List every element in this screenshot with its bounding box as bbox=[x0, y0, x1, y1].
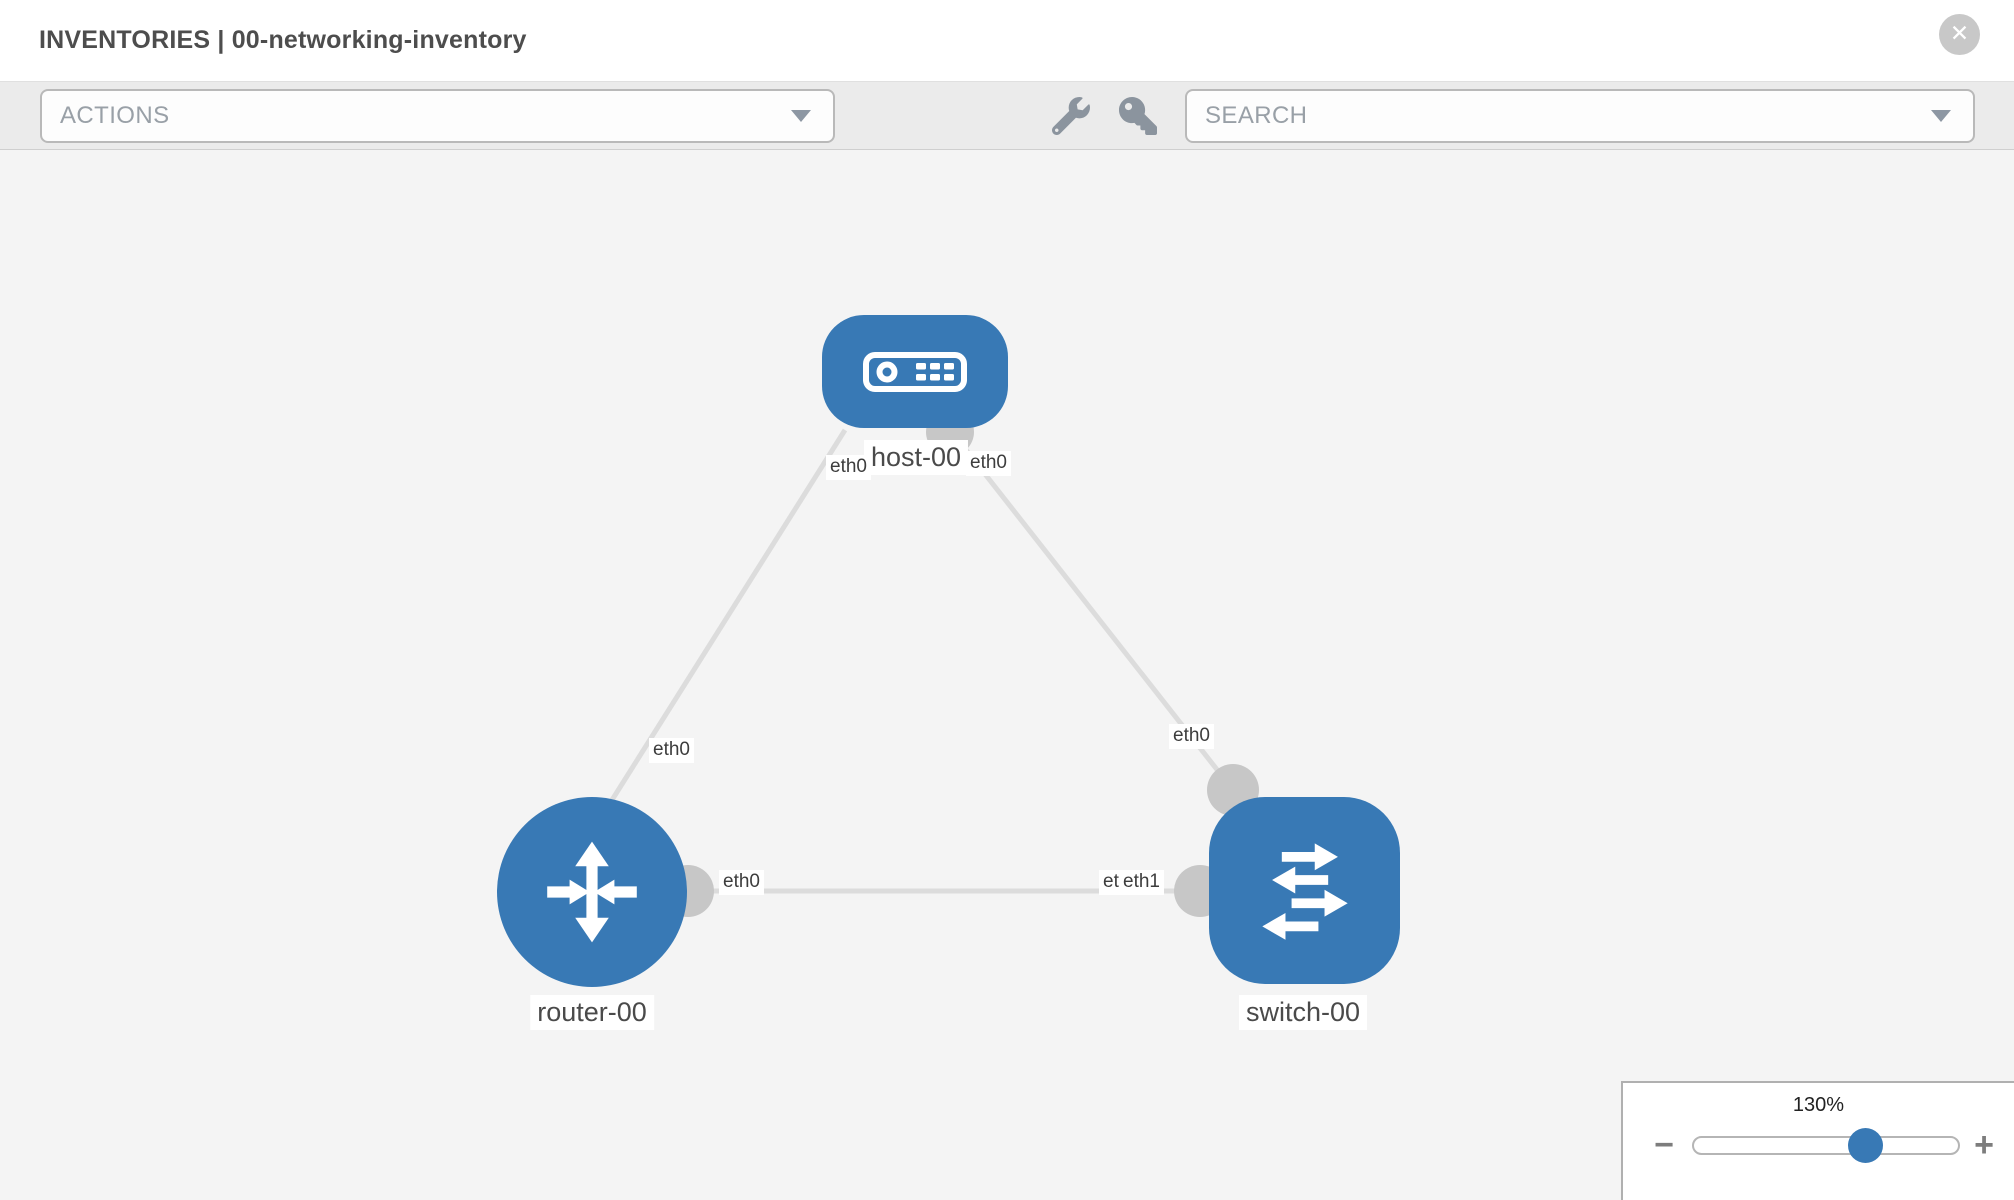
node-label-switch-00: switch-00 bbox=[1238, 995, 1368, 1030]
zoom-out-button[interactable]: − bbox=[1654, 1126, 1674, 1164]
zoom-in-button[interactable]: + bbox=[1974, 1126, 1994, 1164]
zoom-level: 130% bbox=[1792, 1094, 1845, 1116]
interface-label: eth0 bbox=[1169, 724, 1214, 749]
host-device-icon bbox=[863, 351, 967, 392]
zoom-slider-track[interactable] bbox=[1692, 1136, 1960, 1155]
key-icon[interactable] bbox=[1119, 97, 1157, 135]
node-switch-00[interactable] bbox=[1209, 797, 1400, 984]
page-title: INVENTORIES | 00-networking-inventory bbox=[39, 26, 527, 54]
topology-canvas[interactable]: host-00 router-00 switch-00 eth0 eth0 et… bbox=[0, 150, 2014, 1200]
node-router-00[interactable] bbox=[497, 797, 687, 987]
node-host-00[interactable] bbox=[822, 315, 1008, 428]
switch-icon bbox=[1261, 842, 1348, 940]
router-icon bbox=[547, 841, 637, 943]
node-label-host-00: host-00 bbox=[863, 440, 969, 475]
zoom-slider-thumb[interactable] bbox=[1848, 1128, 1883, 1163]
search-placeholder: SEARCH bbox=[1205, 102, 1308, 129]
wrench-icon[interactable] bbox=[1051, 97, 1090, 136]
close-button[interactable]: ✕ bbox=[1939, 14, 1980, 55]
interface-label: eth0 bbox=[826, 455, 871, 480]
chevron-down-icon bbox=[1931, 110, 1951, 122]
topology-links-layer bbox=[609, 408, 1259, 917]
interface-label: eth0 bbox=[719, 870, 764, 895]
node-label-router-00: router-00 bbox=[530, 995, 654, 1030]
link-host-router[interactable] bbox=[609, 428, 848, 802]
interface-label: eth1 bbox=[1119, 870, 1164, 895]
interface-label: eth0 bbox=[649, 738, 694, 763]
interface-label: eth0 bbox=[966, 451, 1011, 476]
actions-dropdown[interactable]: ACTIONS bbox=[40, 89, 835, 143]
search-dropdown[interactable]: SEARCH bbox=[1185, 89, 1975, 143]
toolbar: ACTIONS SEARCH bbox=[0, 81, 2014, 150]
zoom-panel: 130% − + bbox=[1621, 1081, 2014, 1200]
chevron-down-icon bbox=[791, 110, 811, 122]
close-icon: ✕ bbox=[1949, 20, 1970, 46]
header: INVENTORIES | 00-networking-inventory ✕ bbox=[0, 0, 2014, 81]
actions-dropdown-label: ACTIONS bbox=[60, 102, 170, 129]
